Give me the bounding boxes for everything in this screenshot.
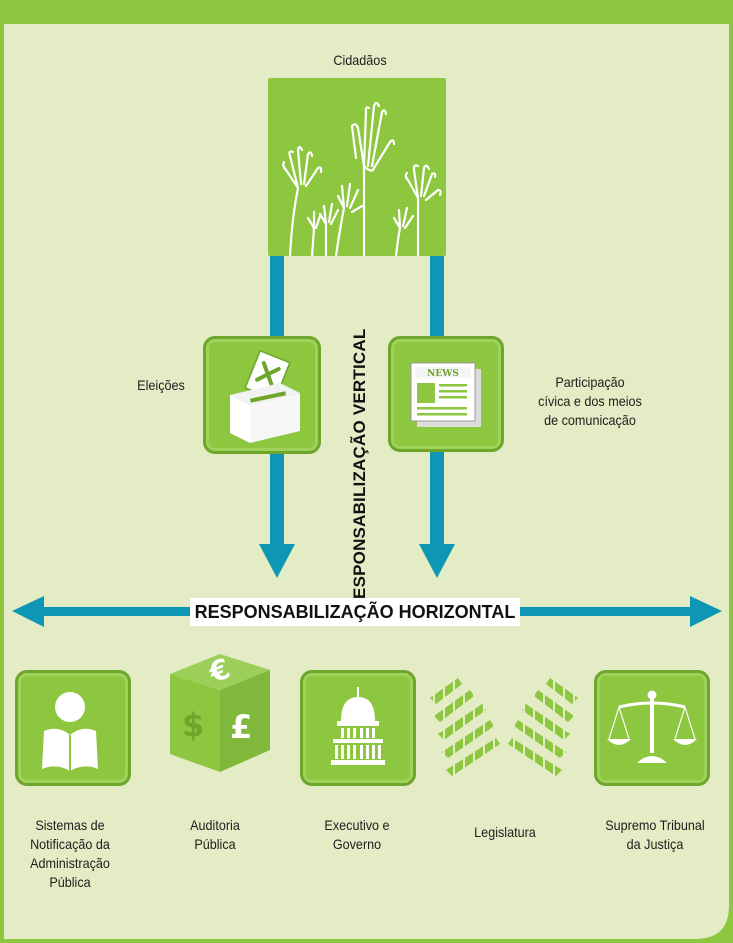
ballot-box-icon (230, 349, 300, 443)
horizontal-arrow-head-right (690, 596, 722, 627)
parliament-seats-icon (430, 676, 578, 786)
capitol-building-icon (331, 687, 385, 765)
elections-label: Eleições (137, 377, 185, 393)
legislature-graphic (424, 676, 584, 786)
news-masthead: NEWS (427, 369, 459, 379)
public-audit-label: Auditoria Pública (190, 817, 240, 852)
dollar-symbol: $ (182, 706, 204, 744)
vertical-accountability-label: RESPONSABILIZAÇÃO VERTICAL (350, 328, 369, 612)
elections-tile (203, 336, 321, 454)
civic-media-label: Participação cívica e dos meios de comun… (538, 374, 642, 428)
civic-media-tile: NEWS (388, 336, 504, 452)
audit-cube: € $ £ (152, 646, 280, 776)
horizontal-arrow-head-left (12, 596, 44, 627)
executive-tile (300, 670, 416, 786)
reading-person-icon (42, 692, 98, 771)
currency-cube-icon: € $ £ (170, 652, 270, 772)
citizens-tile (268, 78, 446, 256)
notification-systems-tile (15, 670, 131, 786)
notification-systems-label: Sistemas de Notificação da Administração… (30, 817, 110, 890)
horizontal-accountability-label: RESPONSABILIZAÇÃO HORIZONTAL (190, 598, 520, 626)
raised-hands-icon (282, 101, 442, 256)
citizens-label: Cidadãos (333, 52, 387, 68)
right-vertical-arrow-head (419, 544, 455, 578)
scales-icon (607, 690, 697, 763)
newspaper-icon: NEWS (410, 362, 481, 427)
executive-label: Executivo e Governo (324, 817, 390, 852)
supreme-court-label: Supremo Tribunal da Justiça (605, 817, 705, 852)
legislature-label: Legislatura (474, 824, 536, 840)
left-vertical-arrow-head (259, 544, 295, 578)
pound-symbol: £ (230, 708, 252, 746)
supreme-court-tile (594, 670, 710, 786)
